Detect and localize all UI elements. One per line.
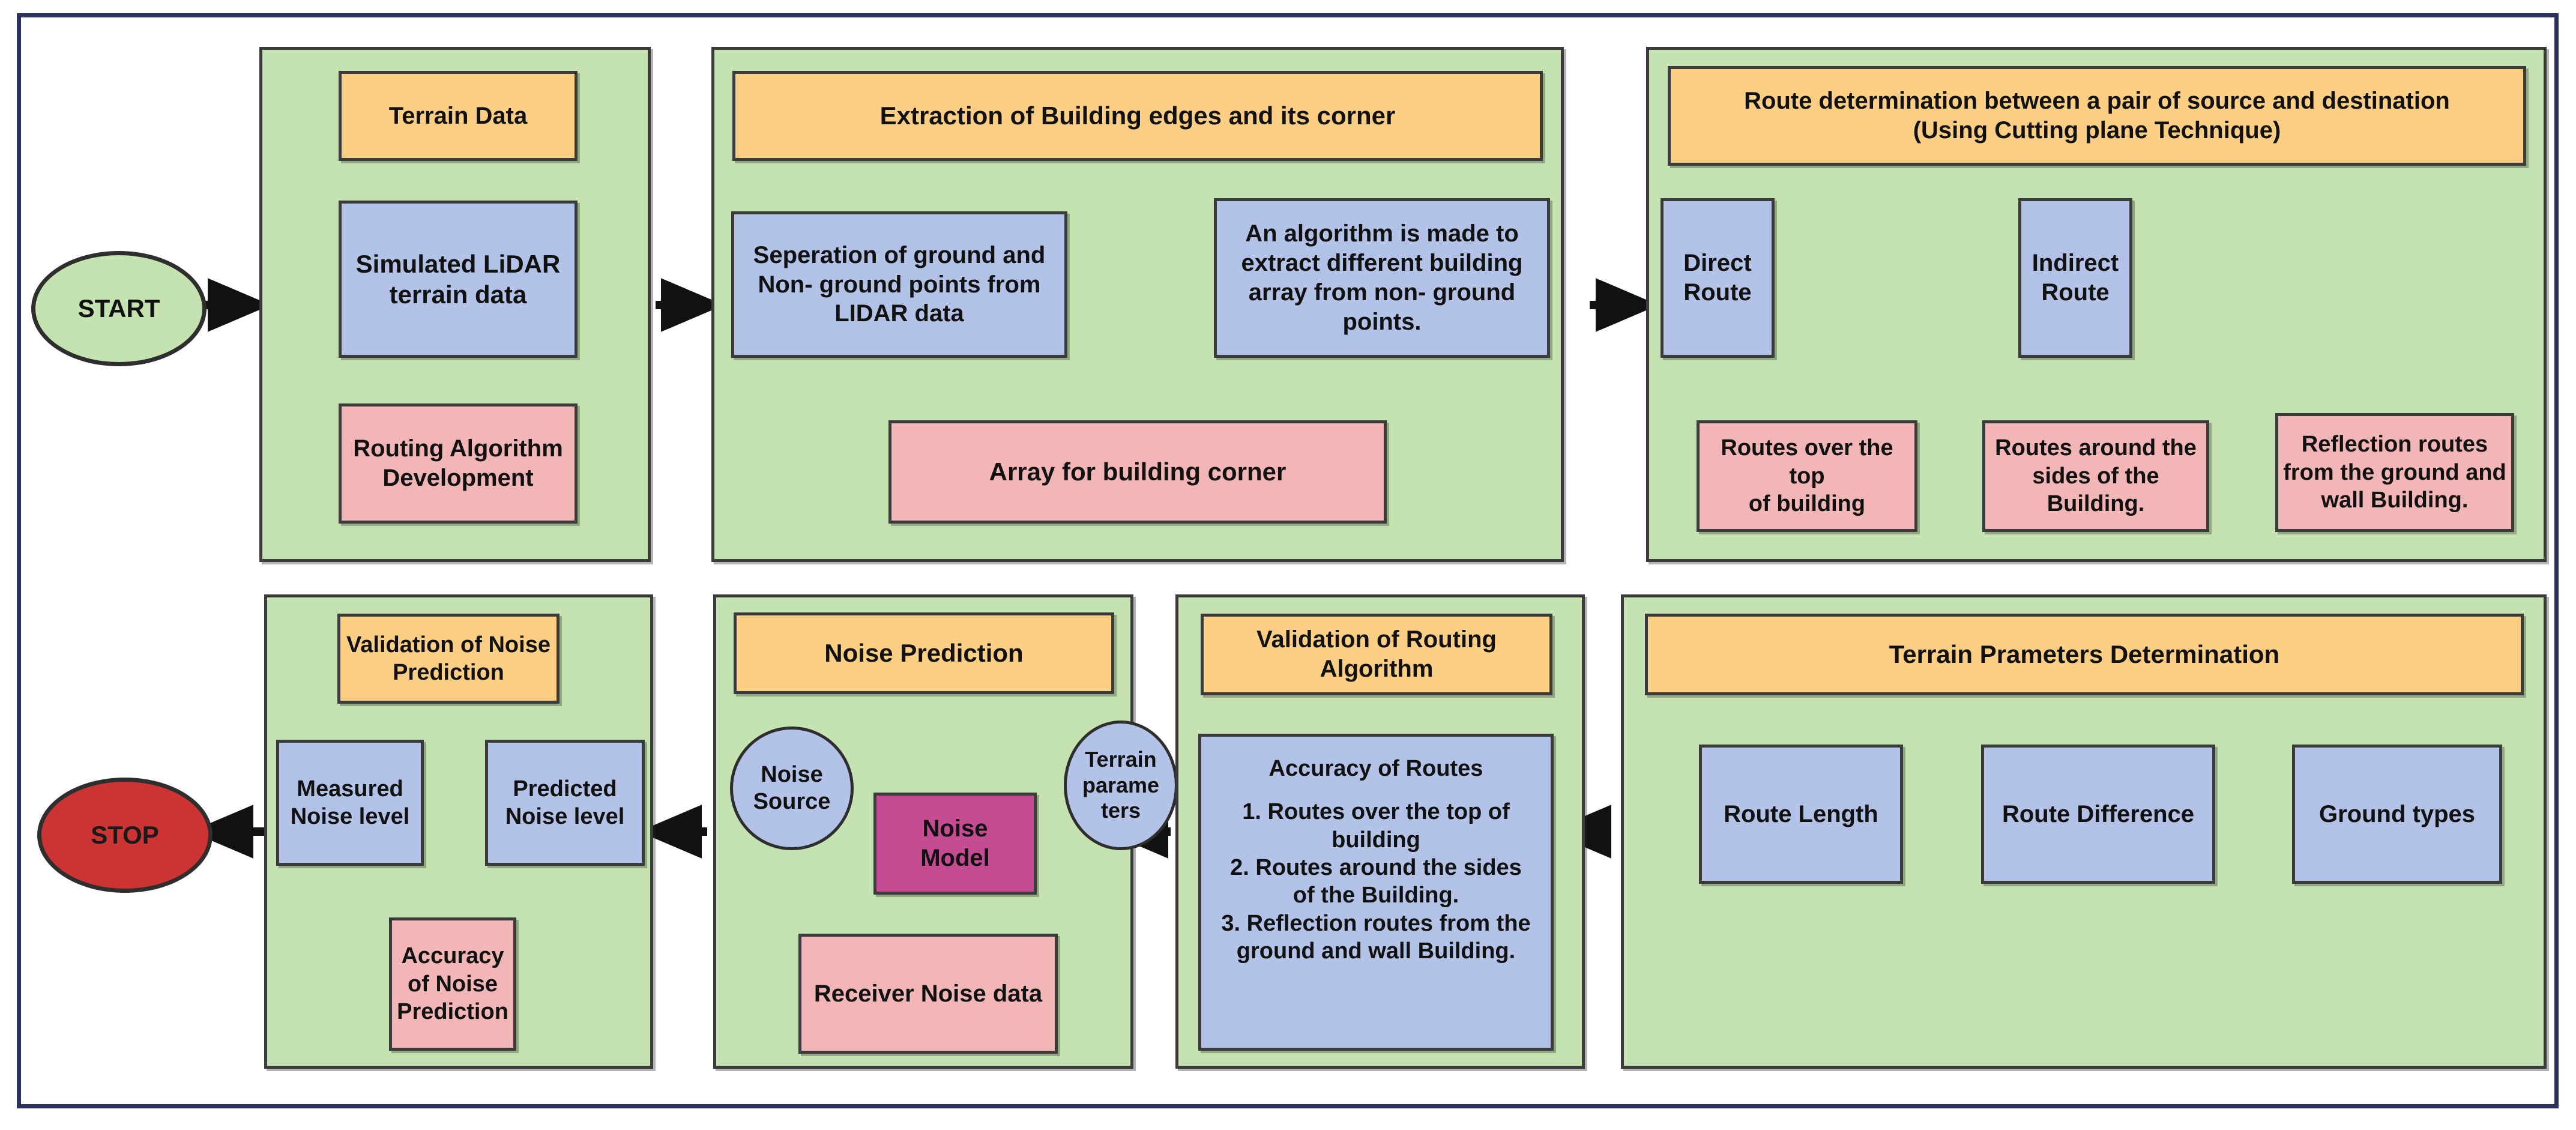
node-label-line1: Predicted xyxy=(513,776,617,802)
node-noise-model[interactable]: Noise Model xyxy=(873,793,1037,895)
node-label-line2: Algorithm xyxy=(1320,656,1434,682)
node-label-line2: Source xyxy=(753,789,831,814)
node-ground-separation[interactable]: Seperation of ground and Non- ground poi… xyxy=(731,211,1067,358)
node-building-array-algorithm[interactable]: An algorithm is made to extract differen… xyxy=(1214,198,1550,358)
node-label-line2: Non- ground points from xyxy=(758,271,1041,298)
node-label-line2: sides of the Building. xyxy=(2032,463,2159,517)
node-label-line1: Validation of Noise xyxy=(346,632,550,657)
node-label: Array for building corner xyxy=(989,458,1286,486)
start-label: START xyxy=(77,294,160,323)
node-label-line3: Prediction xyxy=(397,999,508,1025)
start-terminator[interactable]: START xyxy=(31,251,207,366)
node-label-line1: An algorithm is made to xyxy=(1245,220,1519,247)
node-extraction-header[interactable]: Extraction of Building edges and its cor… xyxy=(732,71,1543,161)
node-route-difference[interactable]: Route Difference xyxy=(1981,745,2215,884)
node-terrain-parameters-header[interactable]: Terrain Prameters Determination xyxy=(1645,614,2524,695)
node-label-line2: parame xyxy=(1082,772,1160,797)
node-indirect-route[interactable]: Indirect Route xyxy=(2018,198,2132,358)
node-label-line3: array from non- ground xyxy=(1248,279,1516,306)
node-label-line2: of building xyxy=(1748,491,1866,517)
accuracy-of-routes-title: Accuracy of Routes xyxy=(1268,756,1483,781)
node-simulated-lidar-terrain-data[interactable]: Simulated LiDAR terrain data xyxy=(339,201,578,358)
node-label-line2: from the ground and xyxy=(2283,459,2506,485)
node-label-line1: Noise xyxy=(761,762,823,788)
node-label-line2: Development xyxy=(382,465,534,491)
node-label-line1: Indirect xyxy=(2032,250,2119,277)
node-label: Ground types xyxy=(2318,800,2476,827)
outer-border-frame xyxy=(17,13,2559,1108)
node-receiver-noise-data[interactable]: Receiver Noise data xyxy=(798,934,1058,1054)
node-label-line3: LIDAR data xyxy=(834,300,964,327)
node-label-line1: Route determination between a pair of so… xyxy=(1744,88,2450,115)
node-route-determination-header[interactable]: Route determination between a pair of so… xyxy=(1668,66,2526,166)
node-label: Route Difference xyxy=(2001,800,2195,827)
node-label-line1: Reflection routes xyxy=(2301,432,2488,458)
node-label-line1: Simulated LiDAR xyxy=(355,249,561,278)
node-label-line2: terrain data xyxy=(389,280,527,309)
node-label-line1: Direct xyxy=(1683,250,1752,277)
node-route-length[interactable]: Route Length xyxy=(1699,745,1903,884)
node-label: Terrain Data xyxy=(388,102,528,129)
node-label: Extraction of Building edges and its cor… xyxy=(879,101,1396,130)
node-label-line1: Validation of Routing xyxy=(1256,626,1497,653)
node-label-line2: Prediction xyxy=(393,660,504,685)
node-terrain-data-header[interactable]: Terrain Data xyxy=(339,71,578,161)
node-array-for-building-corner[interactable]: Array for building corner xyxy=(888,420,1387,524)
node-label-line2: Noise level xyxy=(290,804,410,829)
accuracy-item-1-line1: 1. Routes over the top of xyxy=(1242,799,1510,825)
node-label-line1: Terrain xyxy=(1085,747,1157,772)
node-label: Terrain Prameters Determination xyxy=(1889,640,2280,669)
node-routes-around-sides[interactable]: Routes around the sides of the Building. xyxy=(1982,420,2209,532)
node-terrain-parameters[interactable]: Terrain parame ters xyxy=(1064,721,1178,850)
node-label: Route Length xyxy=(1724,800,1878,827)
node-label: Receiver Noise data xyxy=(813,980,1043,1007)
node-label-line1: Accuracy xyxy=(401,943,504,969)
accuracy-item-3-line2: ground and wall Building. xyxy=(1236,938,1516,964)
node-label-line2: (Using Cutting plane Technique) xyxy=(1913,117,2281,144)
node-noise-source[interactable]: Noise Source xyxy=(730,727,854,850)
node-label-line1: Noise xyxy=(922,815,988,842)
node-label: Noise Prediction xyxy=(824,639,1024,668)
node-label-line1: Measured xyxy=(297,776,403,802)
node-label-line1: Seperation of ground and xyxy=(753,241,1046,268)
node-ground-types[interactable]: Ground types xyxy=(2292,745,2502,884)
node-label-line1: Routing Algorithm xyxy=(353,435,563,462)
node-label-line2: extract different building xyxy=(1241,250,1523,277)
node-label-line1: Routes over the top xyxy=(1721,435,1893,489)
node-validation-routing-header[interactable]: Validation of Routing Algorithm xyxy=(1201,614,1552,695)
node-label-line2: Model xyxy=(920,845,990,871)
node-accuracy-of-noise-prediction[interactable]: Accuracy of Noise Prediction xyxy=(389,917,516,1051)
node-direct-route[interactable]: Direct Route xyxy=(1661,198,1775,358)
node-label-line4: points. xyxy=(1342,308,1422,335)
node-label-line2: Noise level xyxy=(505,804,625,829)
node-label-line3: ters xyxy=(1100,798,1141,823)
accuracy-item-1-line2: building xyxy=(1332,827,1420,853)
node-label-line3: wall Building. xyxy=(2321,488,2469,513)
node-reflection-routes[interactable]: Reflection routes from the ground and wa… xyxy=(2275,413,2514,532)
node-validation-noise-header[interactable]: Validation of Noise Prediction xyxy=(337,614,560,704)
accuracy-item-3-line1: 3. Reflection routes from the xyxy=(1221,910,1531,936)
node-label-line2: of Noise xyxy=(408,971,498,997)
accuracy-item-2-line1: 2. Routes around the sides xyxy=(1230,855,1522,881)
node-predicted-noise-level[interactable]: Predicted Noise level xyxy=(485,740,645,866)
node-label-line2: Route xyxy=(1683,279,1752,306)
node-label-line1: Routes around the xyxy=(1995,435,2197,461)
node-noise-prediction-header[interactable]: Noise Prediction xyxy=(734,612,1114,694)
accuracy-item-2-line2: of the Building. xyxy=(1293,883,1459,908)
node-routes-over-top[interactable]: Routes over the top of building xyxy=(1697,420,1917,532)
stop-label: STOP xyxy=(91,821,159,850)
node-routing-algorithm-development[interactable]: Routing Algorithm Development xyxy=(339,403,578,524)
node-label-line2: Route xyxy=(2041,279,2110,306)
node-measured-noise-level[interactable]: Measured Noise level xyxy=(276,740,424,866)
node-accuracy-of-routes[interactable]: Accuracy of Routes 1. Routes over the to… xyxy=(1198,734,1554,1051)
stop-terminator[interactable]: STOP xyxy=(37,778,213,893)
